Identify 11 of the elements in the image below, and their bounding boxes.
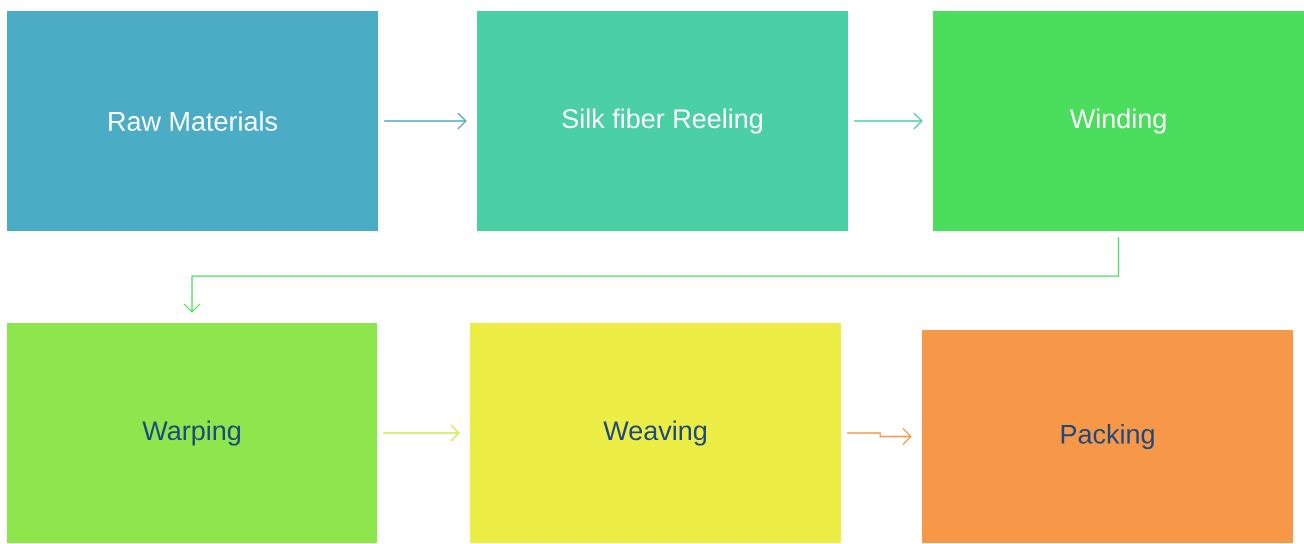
process-box: Warping [7,323,377,543]
process-box: Silk fiber Reeling [477,11,848,231]
arrow [846,427,912,446]
arrow [382,424,460,442]
arrow [383,112,467,130]
process-box: Packing [922,330,1293,543]
process-box: Raw Materials [7,11,378,231]
process-box: Weaving [470,323,841,543]
process-box: Winding [933,11,1304,231]
arrow [183,236,1120,313]
arrow [853,112,923,130]
